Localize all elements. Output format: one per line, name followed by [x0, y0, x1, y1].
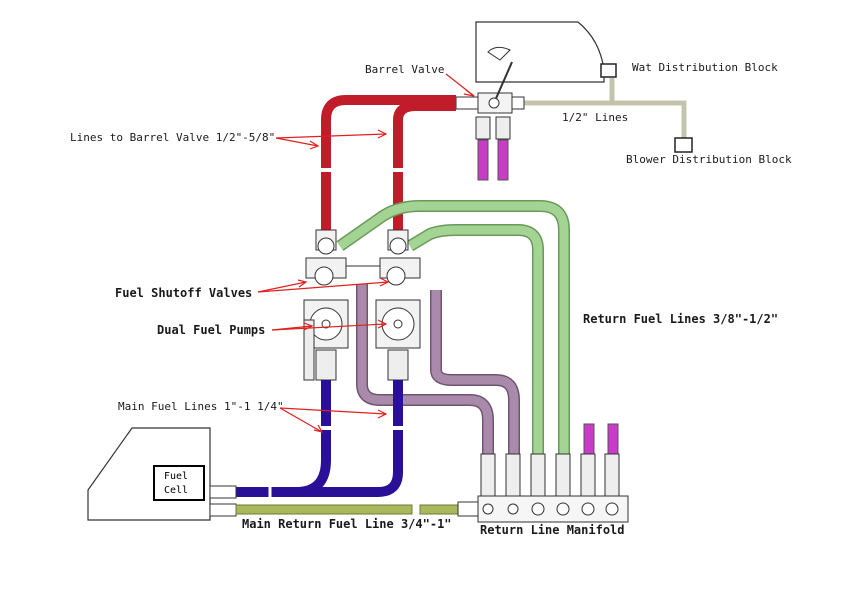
barrel-valve-arm: [493, 61, 513, 104]
fuel-cell-outlet-bottom: [209, 503, 237, 517]
barrel-valve-inlet: [455, 96, 479, 110]
red-line-right: [393, 101, 456, 230]
return-line-manifold-label: Return Line Manifold: [480, 523, 625, 537]
main-return-line-left: [235, 504, 413, 515]
fuel-pump-right: [375, 299, 421, 381]
shutoff-valve-right: [379, 229, 421, 286]
barrel-valve-pivot: [488, 97, 500, 109]
fuel-pump-left: [303, 299, 349, 381]
purple-line-left: [477, 139, 489, 181]
mauve-return-right: [431, 290, 519, 470]
mauve-return-left: [357, 284, 493, 470]
main-fuel-line-left: [236, 380, 331, 497]
green-return-inner: [407, 225, 543, 470]
barrel-fitting-right: [495, 116, 511, 140]
blower-housing: [475, 21, 605, 83]
return-fuel-lines-label: Return Fuel Lines 3/8"-1/2": [583, 312, 778, 326]
fuel-cell-label-line1: Fuel: [164, 471, 188, 482]
manifold-inlet: [457, 501, 479, 517]
fuel-shutoff-valves-label: Fuel Shutoff Valves: [115, 286, 252, 300]
return-line-manifold: [477, 495, 629, 523]
green-return-outer: [337, 201, 569, 470]
blower-distribution-block: [674, 137, 693, 153]
manifold-fittings: [480, 453, 620, 516]
wat-distribution-block: [600, 63, 617, 78]
dual-fuel-pumps-label: Dual Fuel Pumps: [157, 323, 265, 337]
main-return-line-right: [419, 504, 459, 515]
barrel-valve-label: Barrel Valve: [365, 63, 444, 76]
barrel-fitting-left: [475, 116, 491, 140]
blower-distribution-block-label: Blower Distribution Block: [626, 153, 792, 166]
main-fuel-lines-label: Main Fuel Lines 1"-1 1/4": [118, 400, 284, 413]
main-fuel-line-right: [296, 380, 403, 497]
fuel-cell-outlet-top: [209, 485, 237, 499]
purple-manifold-line-2: [607, 423, 619, 455]
wat-distribution-block-label: Wat Distribution Block: [632, 61, 778, 74]
red-line-left: [321, 95, 456, 230]
annotation-arrows: [257, 73, 475, 433]
barrel-valve-outlet: [511, 96, 525, 110]
half-inch-lines-label: 1/2" Lines: [562, 111, 628, 124]
green-return-outer-border: [336, 200, 570, 470]
fuel-cell-label-box: [153, 465, 205, 501]
blower-line: [518, 100, 687, 138]
blower-scoop: [487, 46, 511, 61]
purple-manifold-line-1: [583, 423, 595, 455]
lines-to-barrel-valve-label: Lines to Barrel Valve 1/2"-5/8": [70, 131, 275, 144]
purple-line-right: [497, 139, 509, 181]
fuel-cell-label-line2: Cell: [164, 485, 188, 496]
shutoff-valve-left: [305, 229, 347, 286]
main-return-fuel-line-label: Main Return Fuel Line 3/4"-1": [242, 517, 452, 531]
